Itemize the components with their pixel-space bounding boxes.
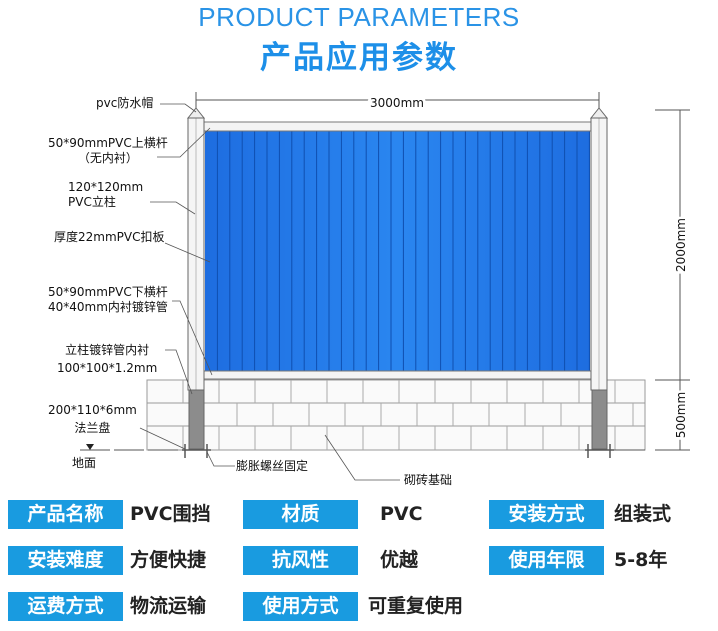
brick-foundation (146, 379, 646, 451)
label-post-liner-line1: 立柱镀锌管内衬 (65, 343, 150, 357)
label-bottom-rail-line2: 40*40mm内衬镀锌管 (48, 300, 168, 314)
ground-marker-icon (86, 444, 94, 450)
left-post-base (188, 389, 205, 450)
label-top-rail-line1: 50*90mmPVC上横杆 (48, 136, 168, 150)
label-flange-line2: 法兰盘 (74, 421, 111, 435)
label-post-line1: 120*120mm (68, 180, 144, 194)
label-bottom-rail-line1: 50*90mmPVC下横杆 (48, 285, 168, 299)
param-row: 运费方式物流运输 使用方式可重复使用 (0, 592, 718, 626)
title-chinese: 产品应用参数 (260, 40, 458, 76)
dim-height-label: 2000mm (674, 218, 688, 272)
label-post-liner: 立柱镀锌管内衬 100*100*1.2mm (57, 343, 157, 376)
title-english: PRODUCT PARAMETERS (198, 2, 520, 32)
dim-width-label: 3000mm (370, 96, 424, 110)
dimension-lines (195, 92, 690, 451)
param-value: 可重复使用 (368, 595, 464, 617)
fence-diagram: 3000mm 2000mm 500mm (80, 92, 691, 481)
param-value: PVC (380, 503, 423, 525)
left-cap (186, 107, 206, 119)
param-key: 使用年限 (489, 546, 604, 575)
leader-lines (139, 103, 400, 481)
top-rail (202, 121, 593, 132)
label-top-rail: 50*90mmPVC上横杆（无内衬） (48, 136, 168, 166)
panel-slats (216, 131, 590, 371)
param-key: 安装方式 (489, 500, 604, 529)
param-value: 方便快捷 (130, 549, 207, 571)
param-value: 组装式 (614, 503, 672, 525)
param-key: 安装难度 (8, 546, 123, 575)
param-key: 材质 (243, 500, 358, 529)
label-top-rail-line2: （无内衬） (77, 151, 138, 165)
param-value: 5-8年 (614, 549, 668, 571)
label-bolt: 膨胀螺丝固定 (236, 459, 309, 473)
bottom-rail (202, 370, 593, 380)
param-value: 优越 (380, 549, 419, 571)
label-ground: 地面 (72, 456, 97, 470)
label-flange: 200*110*6mm 法兰盘 (48, 403, 137, 436)
label-post-line2: PVC立柱 (68, 195, 116, 209)
label-cap: pvc防水帽 (96, 96, 154, 110)
param-key: 使用方式 (243, 592, 358, 621)
right-cap (589, 107, 609, 119)
param-key: 抗风性 (243, 546, 358, 575)
dim-base-label: 500mm (674, 392, 688, 438)
right-post-base (591, 389, 608, 450)
label-brick: 砌砖基础 (404, 473, 453, 487)
label-post-liner-line2: 100*100*1.2mm (57, 361, 158, 375)
param-value: PVC围挡 (130, 503, 211, 525)
param-key: 产品名称 (8, 500, 123, 529)
param-row: 安装难度方便快捷 抗风性优越 使用年限 5-8年 (0, 546, 718, 580)
pvc-panel (205, 131, 590, 371)
flange-bolts (182, 444, 614, 458)
param-value: 物流运输 (130, 595, 207, 617)
label-panel: 厚度22mmPVC扣板 (54, 230, 165, 244)
label-flange-line1: 200*110*6mm (48, 403, 137, 417)
param-row: 产品名称 PVC围挡 材质 PVC 安装方式组装式 (0, 500, 718, 534)
param-key: 运费方式 (8, 592, 123, 621)
